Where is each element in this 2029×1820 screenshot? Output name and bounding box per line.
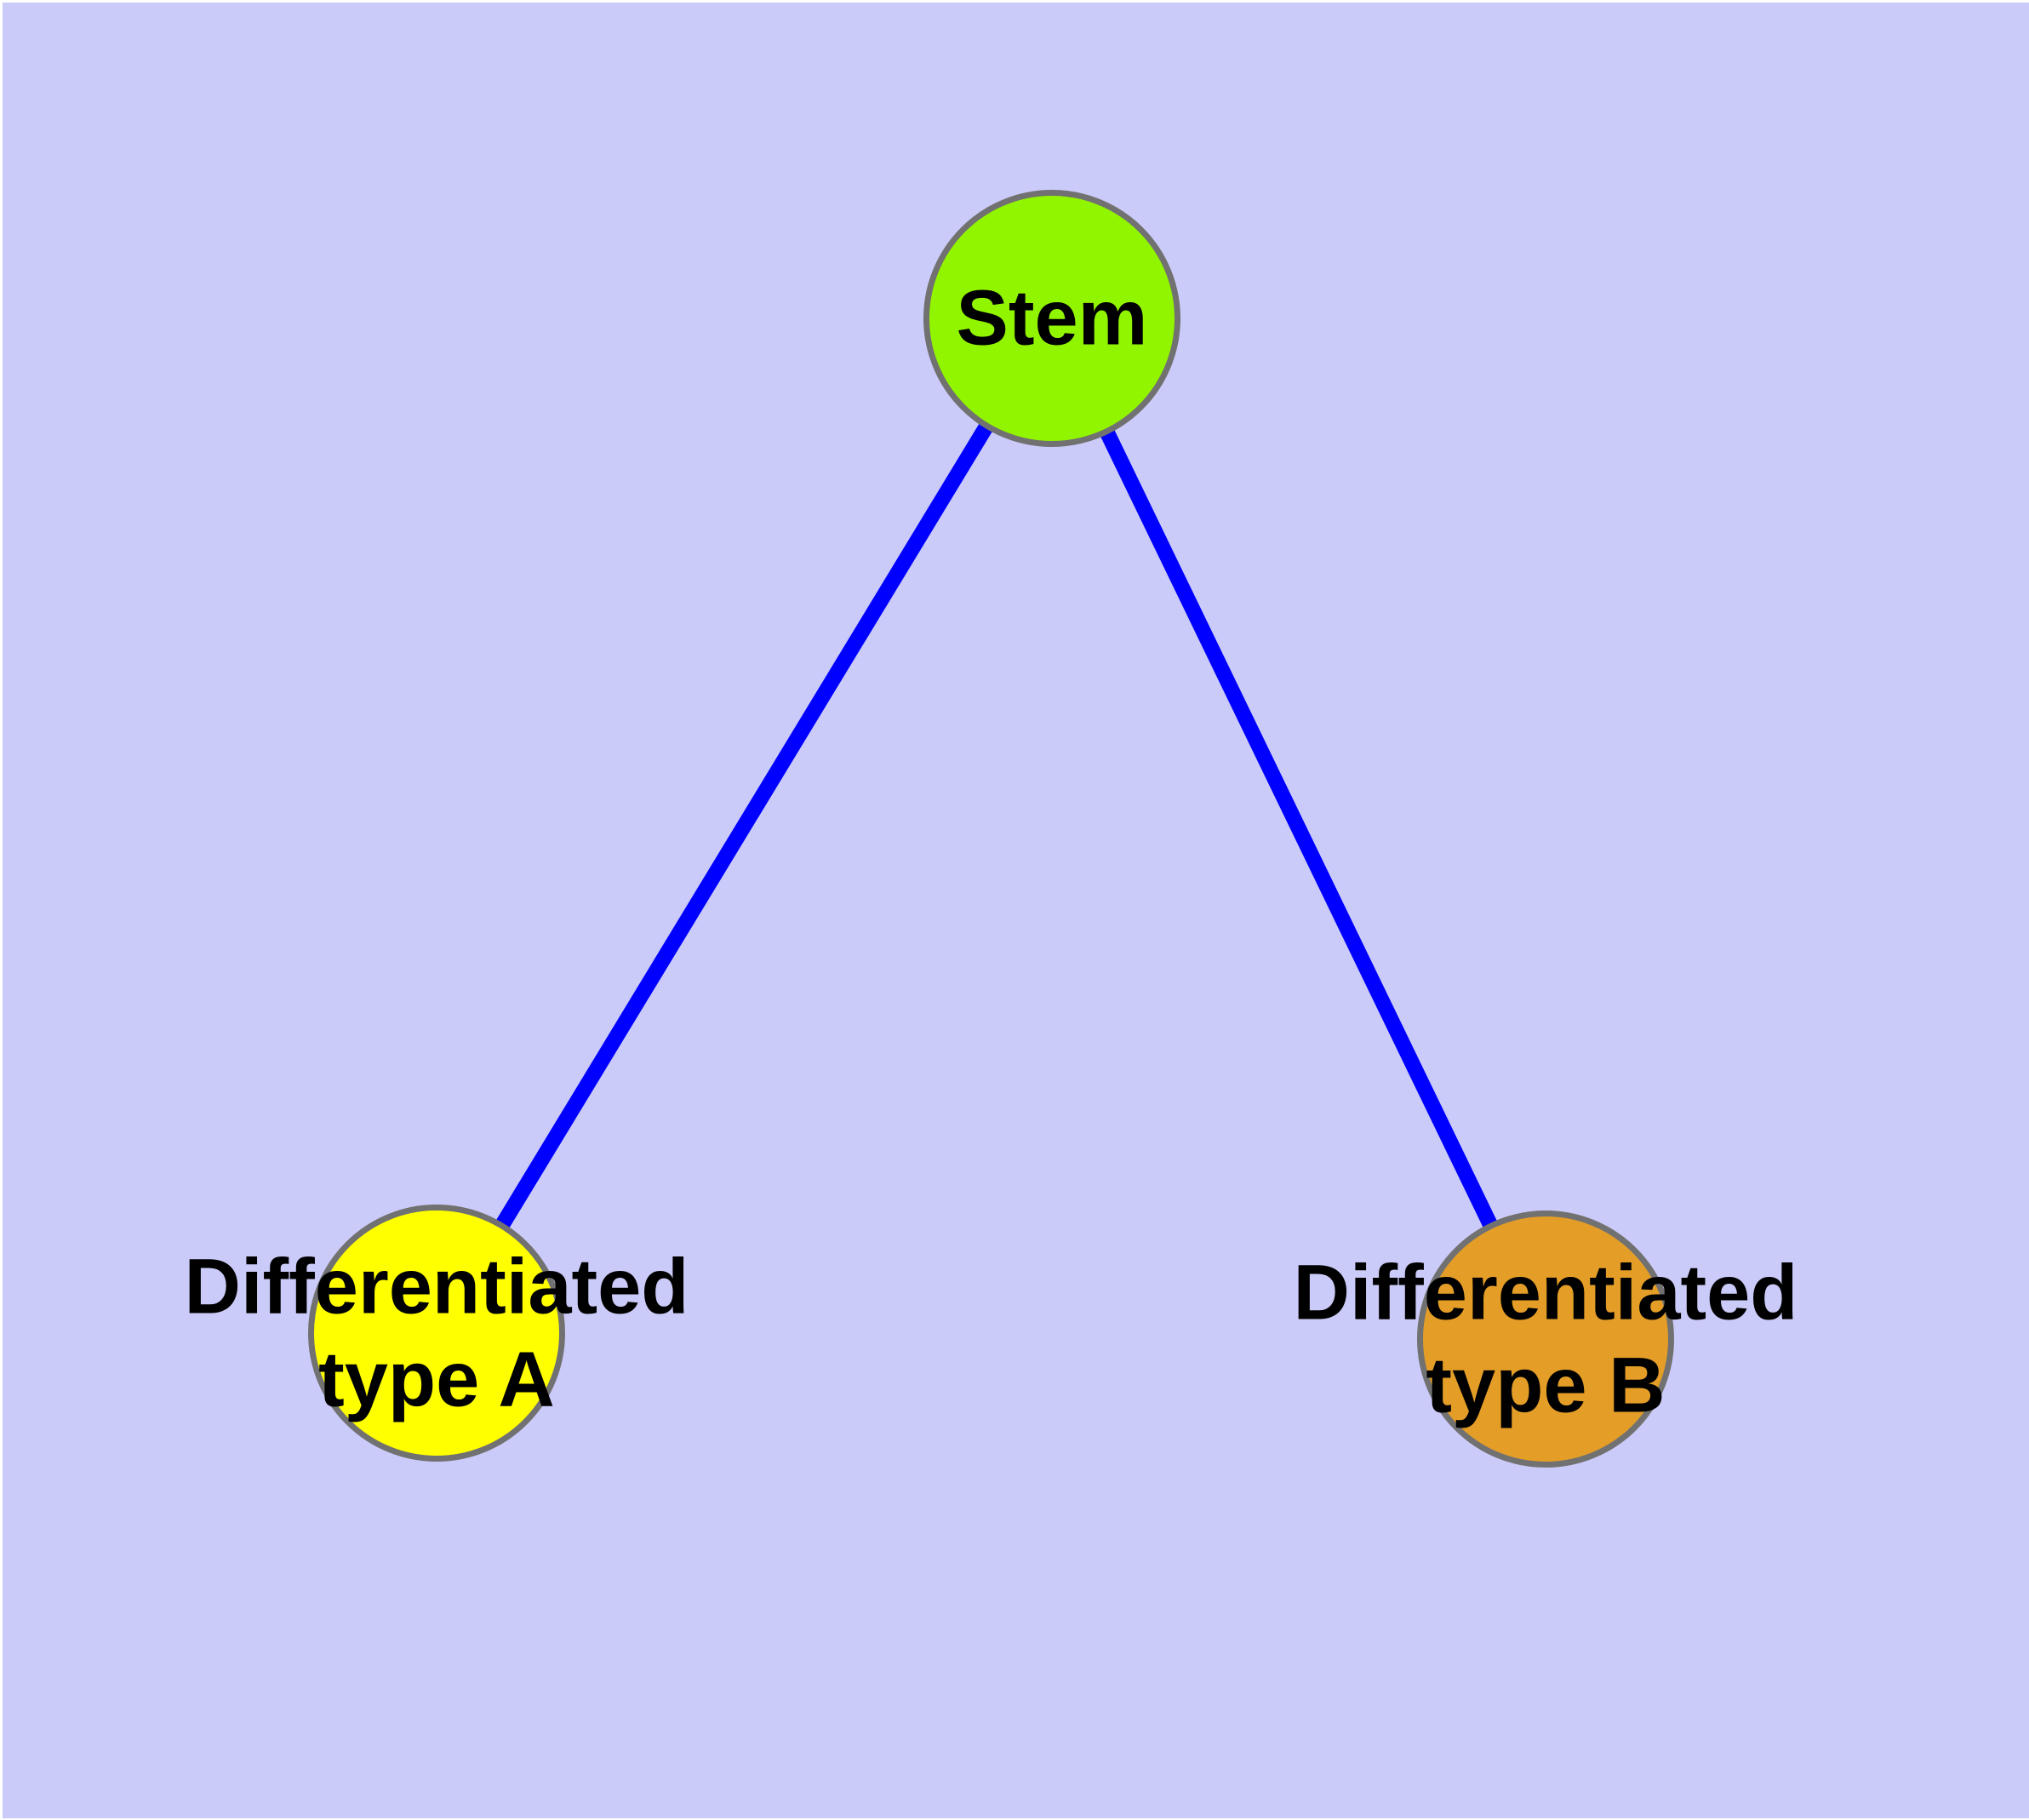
edge-stem-to-type-b [1044,315,1553,1342]
edge-stem-to-type-a [430,314,1059,1337]
node-stem[interactable] [923,190,1180,447]
node-differentiated-type-a[interactable] [308,1205,565,1462]
node-differentiated-type-b[interactable] [1417,1210,1674,1468]
